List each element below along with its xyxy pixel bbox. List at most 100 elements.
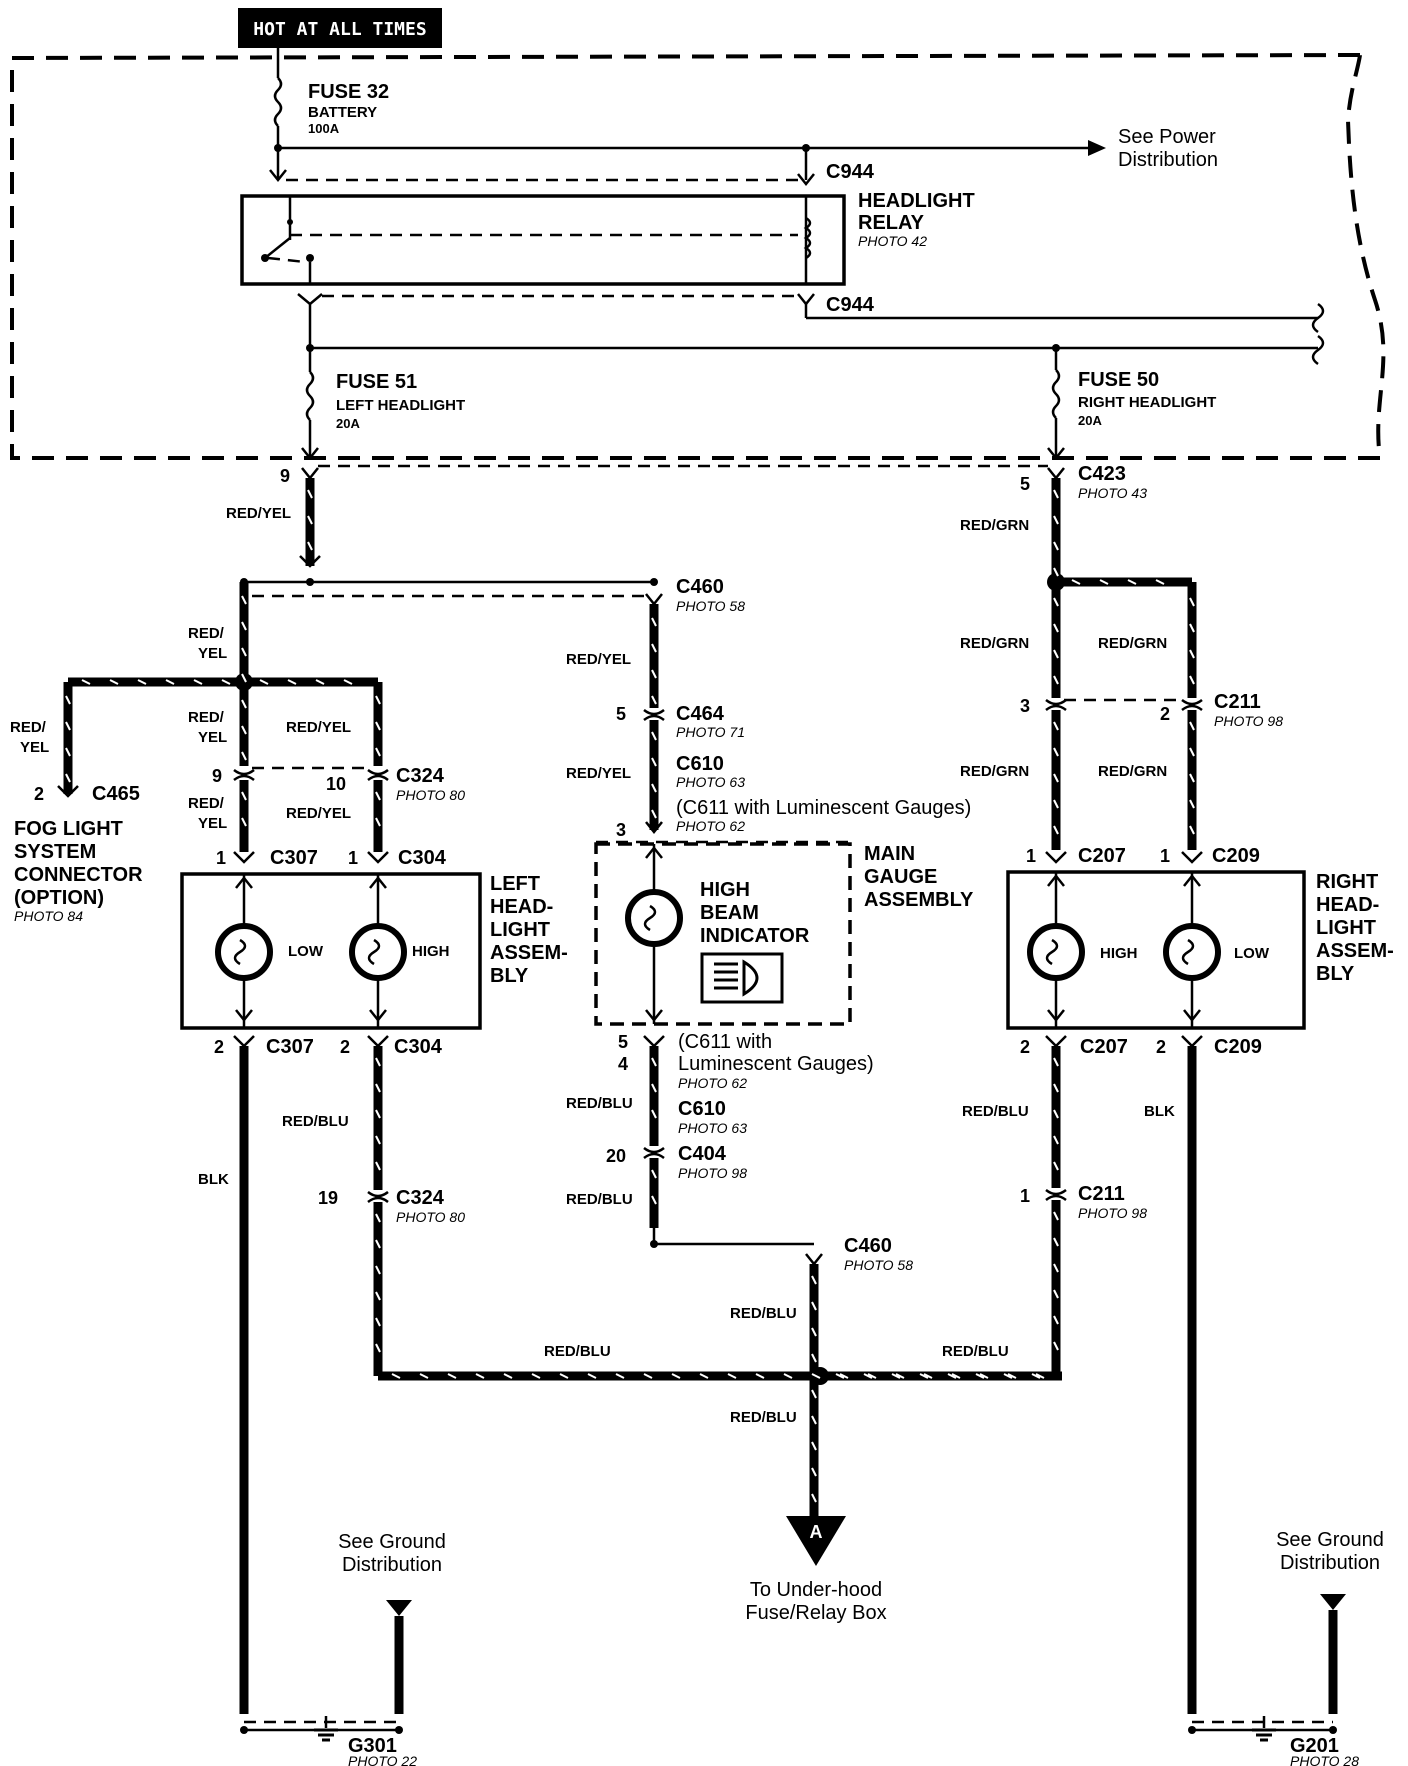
c304-bottom-pin: 2 — [340, 1037, 350, 1057]
wire-label-yel-2: YEL — [198, 729, 227, 746]
main-gauge-label-3: ASSEMBLY — [864, 889, 974, 911]
wire-label-red-grn-right-2: RED/GRN — [1098, 763, 1167, 780]
c211-top-pin-3: 3 — [1020, 696, 1030, 716]
c324-bottom-label: C324 — [396, 1187, 445, 1209]
wire-label-blk-left: BLK — [198, 1171, 229, 1188]
c611-bottom-pin-5: 5 — [618, 1032, 628, 1052]
left-low-bulb-icon — [215, 923, 273, 981]
fog-label-1: FOG LIGHT — [14, 818, 123, 840]
wire-label-red-blu-center-4: RED/BLU — [730, 1409, 797, 1426]
left-low-label: LOW — [288, 943, 324, 960]
c211-bottom-pin: 1 — [1020, 1186, 1030, 1206]
left-assembly-label-1: LEFT — [490, 873, 540, 895]
hot-at-all-times-label: HOT AT ALL TIMES — [253, 19, 426, 40]
g201-label: G201 — [1290, 1735, 1339, 1757]
output-arrow-letter: A — [810, 1522, 823, 1542]
c324-top-photo: PHOTO 80 — [396, 787, 465, 803]
right-low-bulb-icon — [1163, 923, 1221, 981]
c944-top-label: C944 — [826, 161, 875, 183]
c404-label: C404 — [678, 1143, 727, 1165]
c611-top-label: (C611 with Luminescent Gauges) — [676, 797, 971, 819]
see-ground-left-2: Distribution — [342, 1554, 442, 1576]
right-high-bulb-icon — [1027, 923, 1085, 981]
ground-g201-icon — [1252, 1716, 1276, 1742]
wire-label-red-slash-fog: RED/ — [10, 719, 47, 736]
c423-pin-9: 9 — [280, 466, 290, 486]
fuse-51-symbol — [305, 371, 315, 421]
fuse-50-rating: 20A — [1078, 413, 1102, 428]
c307-bottom-pin: 2 — [214, 1037, 224, 1057]
c611-bottom-label-2: Luminescent Gauges) — [678, 1053, 874, 1075]
wire-label-red-blu-right-1: RED/BLU — [962, 1103, 1029, 1120]
main-gauge-assembly-box — [594, 842, 852, 1026]
wire-label-red-blu-left-1: RED/BLU — [282, 1113, 349, 1130]
c611-bottom-label-1: (C611 with — [678, 1031, 772, 1053]
wire-label-red-grn-left-1: RED/GRN — [960, 635, 1029, 652]
c610-bottom-label: C610 — [678, 1098, 726, 1120]
fuse-50-symbol — [1051, 369, 1061, 419]
fuse-32-name: BATTERY — [308, 104, 377, 121]
c464-photo: PHOTO 71 — [676, 724, 745, 740]
c460-bottom-photo: PHOTO 58 — [844, 1257, 913, 1273]
c307-bottom-label: C307 — [266, 1036, 314, 1058]
see-power-label-1: See Power — [1118, 126, 1216, 148]
wire-label-red-grn-right-1: RED/GRN — [1098, 635, 1167, 652]
c464-label: C464 — [676, 703, 725, 725]
fuse-32-rating: 100A — [308, 121, 340, 136]
wire-label-red-yel-center-2: RED/YEL — [566, 765, 631, 782]
c610-top-photo: PHOTO 63 — [676, 774, 745, 790]
output-label-2: Fuse/Relay Box — [745, 1602, 886, 1624]
c423-label: C423 — [1078, 463, 1126, 485]
right-assembly-label-5: BLY — [1316, 963, 1355, 985]
fuse-50-title: FUSE 50 — [1078, 369, 1159, 391]
c304-top-pin: 1 — [348, 848, 358, 868]
main-gauge-label-1: MAIN — [864, 843, 915, 865]
fuse-51-title: FUSE 51 — [336, 371, 417, 393]
fog-photo: PHOTO 84 — [14, 908, 83, 924]
wire-label-red-blu-bottom-left: RED/BLU — [544, 1343, 611, 1360]
right-assembly-label-1: RIGHT — [1316, 871, 1378, 893]
wire-label-blk-right: BLK — [1144, 1103, 1175, 1120]
fuse-51-name: LEFT HEADLIGHT — [336, 397, 465, 414]
ground-left-arrow-icon — [386, 1600, 412, 1616]
c611-bottom-pin-4: 4 — [618, 1054, 628, 1074]
wire-label-yel-3: YEL — [198, 815, 227, 832]
c324-top-label: C324 — [396, 765, 445, 787]
c304-bottom-label: C304 — [394, 1036, 443, 1058]
right-high-label: HIGH — [1100, 945, 1138, 962]
c324-bottom-pin: 19 — [318, 1188, 338, 1208]
high-beam-symbol-icon — [700, 952, 784, 1004]
wire-label-red-slash-1: RED/ — [188, 625, 225, 642]
ground-g301-icon — [314, 1716, 338, 1742]
c209-bottom-pin: 2 — [1156, 1037, 1166, 1057]
c209-bottom-label: C209 — [1214, 1036, 1262, 1058]
under-hood-box-outline — [10, 53, 1386, 460]
wire-label-red-blu-center-3: RED/BLU — [730, 1305, 797, 1322]
wire-label-yel-fog: YEL — [20, 739, 49, 756]
c211-top-photo: PHOTO 98 — [1214, 713, 1283, 729]
c207-top-pin: 1 — [1026, 846, 1036, 866]
c304-top-label: C304 — [398, 847, 447, 869]
c209-top-label: C209 — [1212, 845, 1260, 867]
c211-bottom-photo: PHOTO 98 — [1078, 1205, 1147, 1221]
wire-label-red-slash-3: RED/ — [188, 795, 225, 812]
c460-top-photo: PHOTO 58 — [676, 598, 745, 614]
relay-label-2: RELAY — [858, 212, 925, 234]
wire-label-red-yel-feed: RED/YEL — [226, 505, 291, 522]
c324-top-pin-10: 10 — [326, 774, 346, 794]
c464-pin: 5 — [616, 704, 626, 724]
wire-label-red-blu-center-2: RED/BLU — [566, 1191, 633, 1208]
c611-bottom-photo: PHOTO 62 — [678, 1075, 747, 1091]
c610-top-label: C610 — [676, 753, 724, 775]
left-assembly-label-2: HEAD- — [490, 896, 553, 918]
wire-label-yel-1: YEL — [198, 645, 227, 662]
fog-label-2: SYSTEM — [14, 841, 96, 863]
high-beam-label-1: HIGH — [700, 879, 750, 901]
high-beam-label-2: BEAM — [700, 902, 759, 924]
c207-bottom-label: C207 — [1080, 1036, 1128, 1058]
see-ground-left-1: See Ground — [338, 1531, 446, 1553]
c404-pin: 20 — [606, 1146, 626, 1166]
g201-photo: PHOTO 28 — [1290, 1753, 1359, 1766]
output-label-1: To Under-hood — [750, 1579, 882, 1601]
